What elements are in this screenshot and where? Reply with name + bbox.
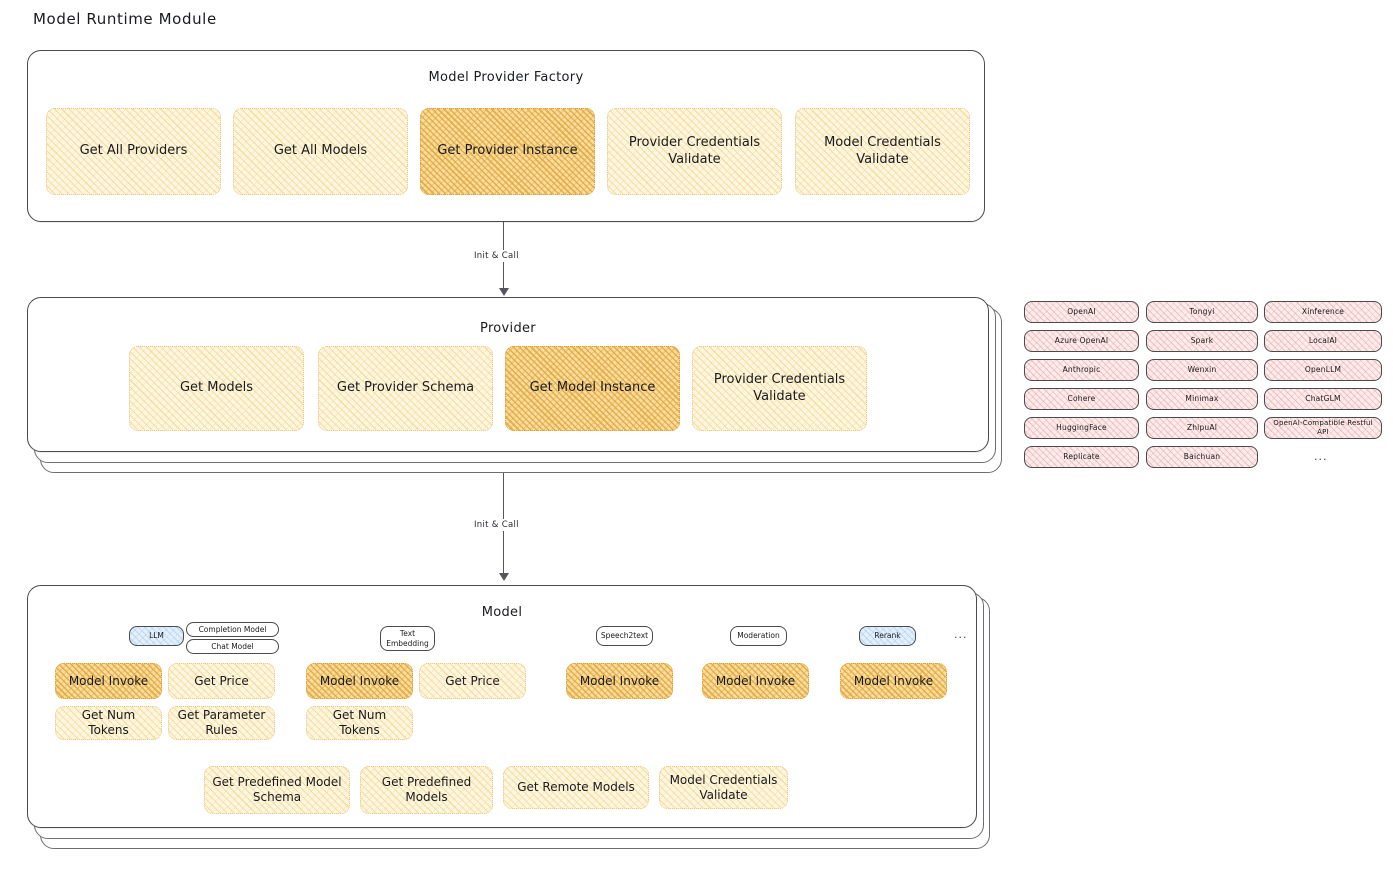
model-type-badge-rerank[interactable]: Rerank (859, 626, 916, 646)
model-type-badge-text-embedding[interactable]: Text Embedding (380, 626, 435, 651)
model-type-badge-speech2text[interactable]: Speech2text (596, 626, 653, 646)
provider-chip-cohere[interactable]: Cohere (1024, 388, 1139, 410)
provider-item-provider-credentials-validate[interactable]: Provider Credentials Validate (692, 346, 867, 431)
provider-item-get-models[interactable]: Get Models (129, 346, 304, 431)
factory-item-get-all-providers[interactable]: Get All Providers (46, 108, 221, 195)
provider-list: OpenAI Azure OpenAI Anthropic Cohere Hug… (1024, 300, 1384, 475)
text-embedding-method-get-num-tokens[interactable]: Get Num Tokens (306, 706, 413, 740)
connector-factory-to-provider: Init & Call (470, 222, 523, 300)
model-provider-factory-title: Model Provider Factory (428, 70, 584, 85)
llm-method-get-num-tokens[interactable]: Get Num Tokens (55, 706, 162, 740)
provider-chip-wenxin[interactable]: Wenxin (1146, 359, 1258, 381)
llm-method-get-parameter-rules[interactable]: Get Parameter Rules (168, 706, 275, 740)
moderation-method-model-invoke[interactable]: Model Invoke (702, 663, 809, 699)
model-common-get-predefined-model-schema[interactable]: Get Predefined Model Schema (204, 766, 350, 814)
text-embedding-method-get-price[interactable]: Get Price (419, 663, 526, 699)
provider-chip-spark[interactable]: Spark (1146, 330, 1258, 352)
provider-chip-azure-openai[interactable]: Azure OpenAI (1024, 330, 1139, 352)
provider-chip-huggingface[interactable]: HuggingFace (1024, 417, 1139, 439)
factory-item-provider-credentials-validate[interactable]: Provider Credentials Validate (607, 108, 782, 195)
provider-chip-xinference[interactable]: Xinference (1264, 301, 1382, 323)
model-title: Model (481, 605, 523, 620)
provider-title: Provider (480, 321, 536, 336)
provider-card: Provider Get Models Get Provider Schema … (27, 297, 989, 452)
provider-chip-anthropic[interactable]: Anthropic (1024, 359, 1139, 381)
model-types-more: ... (954, 628, 968, 641)
model-common-get-predefined-models[interactable]: Get Predefined Models (360, 766, 493, 814)
llm-method-model-invoke[interactable]: Model Invoke (55, 663, 162, 699)
provider-chip-openai-compatible-restful-api[interactable]: OpenAI-Compatible Restful API (1264, 417, 1382, 439)
llm-method-get-price[interactable]: Get Price (168, 663, 275, 699)
connector-arrowhead (498, 573, 509, 581)
provider-chip-openllm[interactable]: OpenLLM (1264, 359, 1382, 381)
provider-item-get-provider-schema[interactable]: Get Provider Schema (318, 346, 493, 431)
model-common-get-remote-models[interactable]: Get Remote Models (503, 766, 649, 809)
model-card: Model LLM Completion Model Chat Model Mo… (27, 585, 977, 828)
model-common-model-credentials-validate[interactable]: Model Credentials Validate (659, 766, 788, 809)
connector-provider-to-model: Init & Call (470, 473, 523, 585)
model-type-badge-moderation[interactable]: Moderation (730, 626, 787, 646)
connector-label: Init & Call (470, 250, 523, 262)
provider-chip-chatglm[interactable]: ChatGLM (1264, 388, 1382, 410)
connector-arrowhead (498, 288, 509, 296)
page-title: Model Runtime Module (33, 10, 217, 28)
provider-chip-tongyi[interactable]: Tongyi (1146, 301, 1258, 323)
provider-item-get-model-instance[interactable]: Get Model Instance (505, 346, 680, 431)
model-provider-factory-card: Model Provider Factory Get All Providers… (27, 50, 985, 222)
provider-chip-localai[interactable]: LocalAI (1264, 330, 1382, 352)
factory-item-get-provider-instance[interactable]: Get Provider Instance (420, 108, 595, 195)
model-type-badge-llm[interactable]: LLM (129, 626, 184, 646)
factory-item-model-credentials-validate[interactable]: Model Credentials Validate (795, 108, 970, 195)
factory-item-get-all-models[interactable]: Get All Models (233, 108, 408, 195)
provider-chip-replicate[interactable]: Replicate (1024, 446, 1139, 468)
text-embedding-method-model-invoke[interactable]: Model Invoke (306, 663, 413, 699)
provider-list-more: ... (1314, 450, 1328, 463)
speech2text-method-model-invoke[interactable]: Model Invoke (566, 663, 673, 699)
model-subbadge-completion-model[interactable]: Completion Model (186, 622, 279, 637)
connector-label: Init & Call (470, 519, 523, 531)
model-subbadge-chat-model[interactable]: Chat Model (186, 639, 279, 654)
provider-chip-minimax[interactable]: Minimax (1146, 388, 1258, 410)
provider-chip-zhipuai[interactable]: ZhipuAI (1146, 417, 1258, 439)
provider-chip-baichuan[interactable]: Baichuan (1146, 446, 1258, 468)
provider-chip-openai[interactable]: OpenAI (1024, 301, 1139, 323)
rerank-method-model-invoke[interactable]: Model Invoke (840, 663, 947, 699)
